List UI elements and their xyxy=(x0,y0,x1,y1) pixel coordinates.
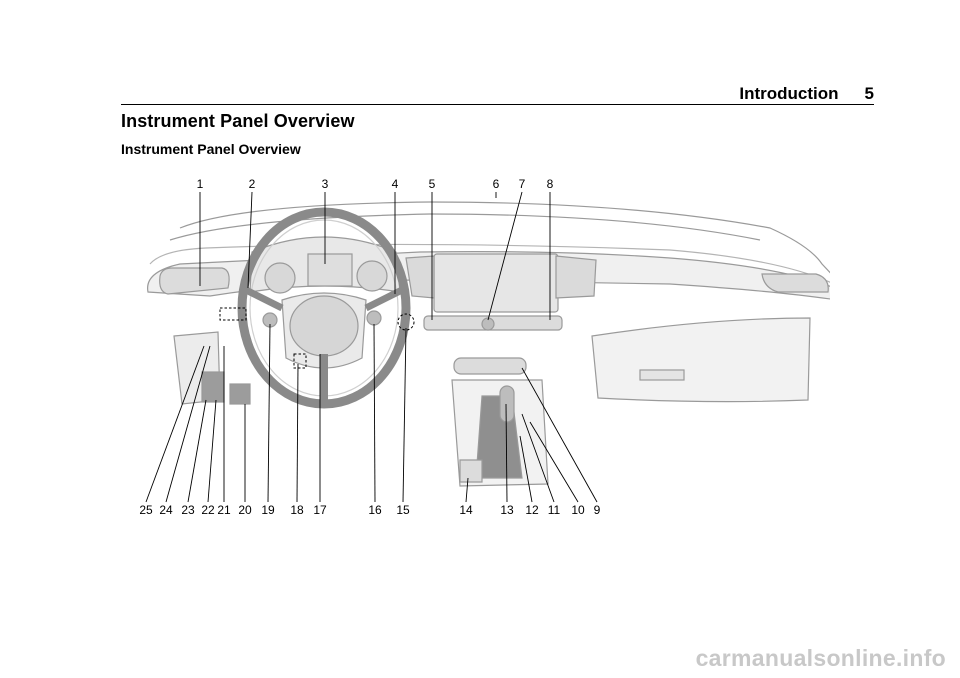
callout-19: 19 xyxy=(261,503,275,517)
callout-24: 24 xyxy=(159,503,173,517)
callout-13: 13 xyxy=(500,503,514,517)
running-head: Introduction 5 xyxy=(739,84,874,104)
callout-5: 5 xyxy=(429,177,436,191)
callout-4: 4 xyxy=(392,177,399,191)
callout-6: 6 xyxy=(493,177,500,191)
section-name: Introduction xyxy=(739,84,839,103)
callout-18: 18 xyxy=(290,503,304,517)
callout-23: 23 xyxy=(181,503,195,517)
callout-2: 2 xyxy=(249,177,256,191)
callout-1: 1 xyxy=(197,177,204,191)
callout-16: 16 xyxy=(368,503,382,517)
callout-17: 17 xyxy=(313,503,327,517)
callout-9: 9 xyxy=(594,503,601,517)
callout-8: 8 xyxy=(547,177,554,191)
callout-20: 20 xyxy=(238,503,252,517)
callout-15: 15 xyxy=(396,503,410,517)
header-rule xyxy=(121,104,874,105)
callout-22: 22 xyxy=(201,503,215,517)
callout-21: 21 xyxy=(217,503,231,517)
figure-title: Instrument Panel Overview xyxy=(121,141,301,157)
callout-25: 25 xyxy=(139,503,153,517)
page-number: 5 xyxy=(864,84,874,103)
callout-11: 11 xyxy=(548,503,561,517)
instrument-panel-illustration: 1 2 3 4 5 6 7 8 25 24 23 22 21 20 19 18 … xyxy=(110,168,830,528)
callout-10: 10 xyxy=(571,503,585,517)
watermark: carmanualsonline.info xyxy=(695,645,946,671)
callout-12: 12 xyxy=(525,503,539,517)
callout-3: 3 xyxy=(322,177,329,191)
callout-7: 7 xyxy=(519,177,526,191)
callout-14: 14 xyxy=(459,503,473,517)
section-title: Instrument Panel Overview xyxy=(121,111,355,131)
